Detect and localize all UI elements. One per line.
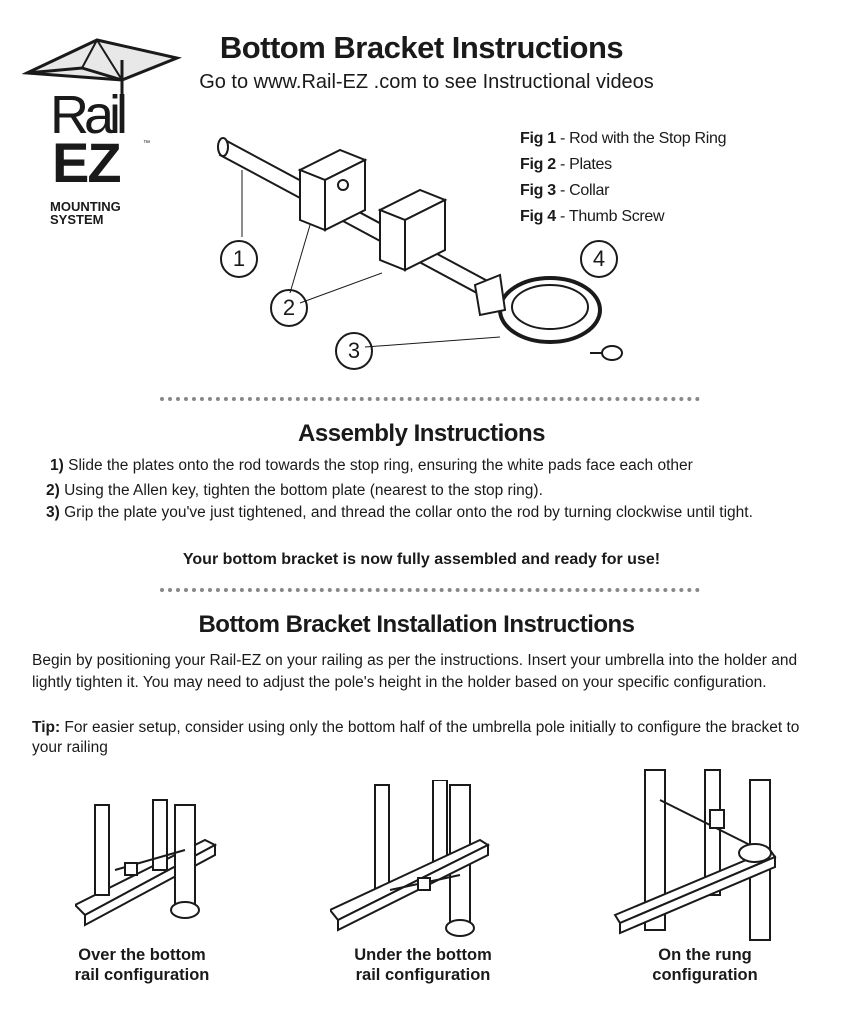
- tip-label: Tip:: [32, 719, 61, 736]
- installation-title: Bottom Bracket Installation Instructions: [198, 611, 635, 638]
- divider: [160, 397, 700, 401]
- callout-2: 2: [270, 289, 308, 327]
- collar: [473, 273, 623, 361]
- callout-3: 3: [335, 332, 373, 370]
- fig-text: - Collar: [555, 182, 610, 199]
- tip-text: For easier setup, consider using only th…: [32, 719, 800, 756]
- assembly-step: 3) Grip the plate you've just tightened,…: [46, 503, 796, 522]
- under-bottom-rail-illustration: [330, 780, 490, 937]
- step-number: 3): [46, 504, 60, 521]
- config-caption: Over the bottom rail configuration: [42, 945, 242, 985]
- assembly-step: 1) Slide the plates onto the rod towards…: [50, 456, 810, 475]
- umbrella-icon: [22, 38, 182, 108]
- step-text: Using the Allen key, tighten the bottom …: [59, 482, 543, 499]
- divider: [160, 588, 700, 592]
- logo-system: SYSTEM: [50, 212, 104, 227]
- fig-label: Fig 1: [520, 130, 556, 147]
- step-text: Grip the plate you've just tightened, an…: [59, 504, 753, 521]
- fig-legend-item: Fig 3 - Collar: [520, 182, 609, 200]
- fig-text: - Plates: [555, 156, 612, 173]
- config-caption: Under the bottom rail configuration: [323, 945, 523, 985]
- plate: [297, 148, 368, 232]
- logo-rail: Rail: [50, 85, 128, 145]
- fig-legend-item: Fig 1 - Rod with the Stop Ring: [520, 130, 727, 148]
- page-title: Bottom Bracket Instructions: [219, 30, 624, 65]
- callout-1: 1: [220, 240, 258, 278]
- video-link-text: Go to www.Rail-EZ .com to see Instructio…: [199, 71, 654, 93]
- caption-line: rail configuration: [355, 966, 491, 984]
- logo-ez: EZ: [52, 131, 122, 194]
- fig-text: - Thumb Screw: [555, 208, 665, 225]
- fig-label: Fig 2: [520, 156, 556, 173]
- step-text: Slide the plates onto the rod towards th…: [63, 457, 693, 474]
- step-number: 1): [50, 457, 64, 474]
- callout-4: 4: [580, 240, 618, 278]
- step-number: 2): [46, 482, 60, 499]
- caption-line: Over the bottom: [78, 946, 206, 964]
- logo-mounting: MOUNTING: [50, 199, 121, 214]
- on-rung-illustration: [613, 769, 777, 941]
- caption-line: On the rung: [658, 946, 752, 964]
- plate: [377, 188, 448, 272]
- bracket-diagram: [217, 137, 623, 361]
- caption-line: rail configuration: [74, 966, 210, 984]
- fig-text: - Rod with the Stop Ring: [555, 130, 727, 147]
- assembly-conclusion: Your bottom bracket is now fully assembl…: [182, 551, 661, 568]
- config-caption: On the rung configuration: [605, 945, 805, 985]
- caption-line: Under the bottom: [354, 946, 492, 964]
- caption-line: configuration: [652, 966, 758, 984]
- over-bottom-rail-illustration: [75, 799, 218, 927]
- logo-tm: ™: [143, 140, 150, 147]
- fig-label: Fig 3: [520, 182, 556, 199]
- callout-lines: [241, 170, 501, 348]
- installation-paragraph: Begin by positioning your Rail-EZ on you…: [32, 652, 798, 691]
- assembly-step: 2) Using the Allen key, tighten the bott…: [46, 481, 806, 500]
- fig-legend-item: Fig 2 - Plates: [520, 156, 612, 174]
- installation-tip: Tip: For easier setup, consider using on…: [32, 718, 822, 758]
- fig-label: Fig 4: [520, 208, 556, 225]
- fig-legend-item: Fig 4 - Thumb Screw: [520, 208, 665, 226]
- assembly-title: Assembly Instructions: [298, 420, 545, 447]
